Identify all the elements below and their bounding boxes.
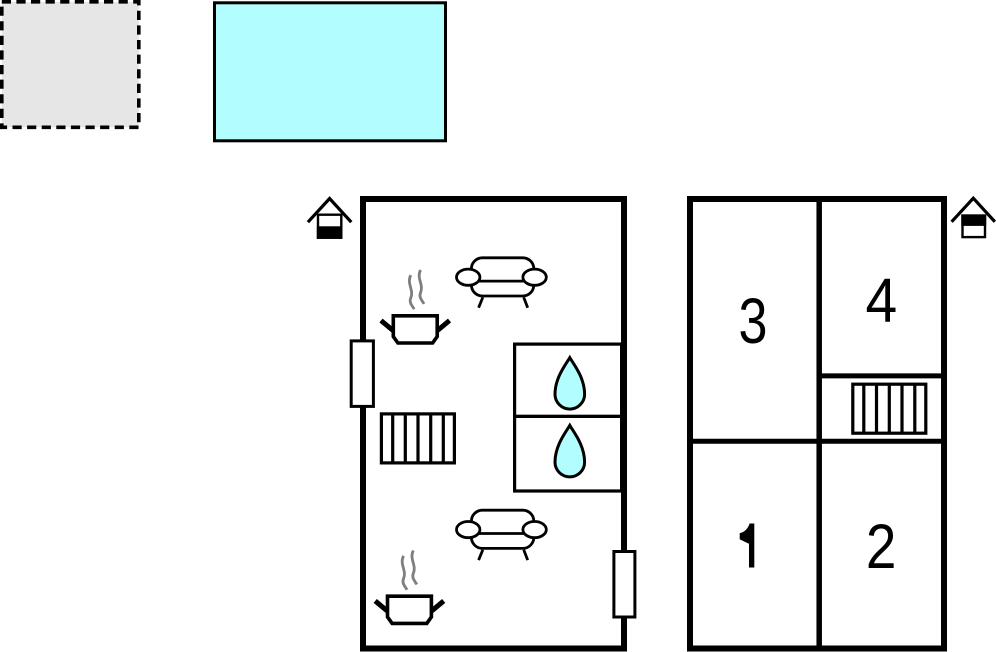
svg-text:2: 2: [866, 510, 897, 582]
svg-text:3: 3: [739, 286, 768, 357]
svg-text:4: 4: [865, 265, 897, 335]
